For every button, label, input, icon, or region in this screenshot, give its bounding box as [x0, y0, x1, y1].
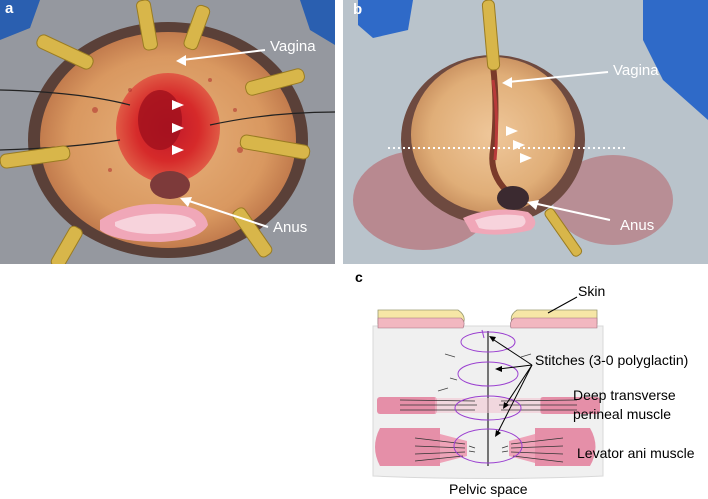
panel-a-anus-label: Anus — [273, 219, 308, 236]
panel-c-levator-label: Levator ani muscle — [577, 445, 695, 461]
deep-transverse-line-2: perineal muscle — [573, 406, 672, 422]
panel-b: b Vagina Anus — [343, 0, 708, 264]
arrowhead-markers — [172, 100, 184, 155]
panel-c-deep-transverse-label: Deep transverse perineal muscle — [573, 386, 676, 424]
panel-b-letter: b — [353, 1, 363, 18]
deep-transverse-line-1: Deep transverse — [573, 387, 676, 403]
panel-c-pelvic-label: Pelvic space — [449, 481, 528, 497]
panel-c-skin-label: Skin — [578, 283, 606, 299]
panel-c-letter: c — [355, 269, 363, 285]
panel-b-vagina-label: Vagina — [613, 62, 659, 79]
panel-a: a Vagina Anus — [0, 0, 335, 264]
panel-a-vagina-label: Vagina — [270, 38, 316, 55]
panel-b-anus-label: Anus — [620, 217, 655, 234]
arrowhead-markers — [506, 126, 532, 163]
panel-c-diagram — [372, 296, 604, 479]
panel-b-photo — [343, 0, 708, 264]
panel-c-stitches-label: Stitches (3-0 polyglactin) — [535, 352, 689, 368]
panel-c: c — [345, 266, 708, 499]
panel-a-photo — [0, 0, 335, 264]
panel-a-letter: a — [5, 0, 14, 17]
